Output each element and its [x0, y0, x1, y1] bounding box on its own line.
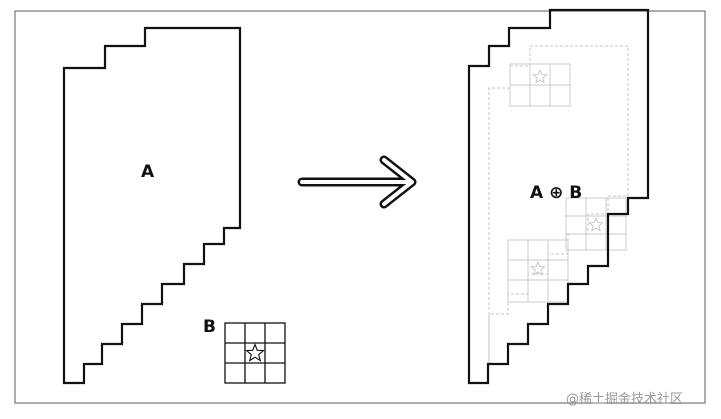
ghost-structuring-elements [507, 63, 627, 303]
figure-frame [14, 10, 706, 404]
ghost-star-icons [530, 68, 604, 276]
result-label: A ⊕ B [530, 183, 582, 203]
set-a-shape [62, 26, 242, 385]
set-a-label: A [141, 162, 155, 182]
star-icon [245, 343, 265, 362]
structuring-element-grid [224, 322, 286, 384]
original-a-ghost [488, 45, 629, 365]
dilated-shape [467, 8, 650, 385]
watermark-text: @稀土掘金技术社区 [566, 391, 683, 407]
set-b-label: B [203, 317, 216, 337]
arrow-right-icon [297, 155, 417, 209]
